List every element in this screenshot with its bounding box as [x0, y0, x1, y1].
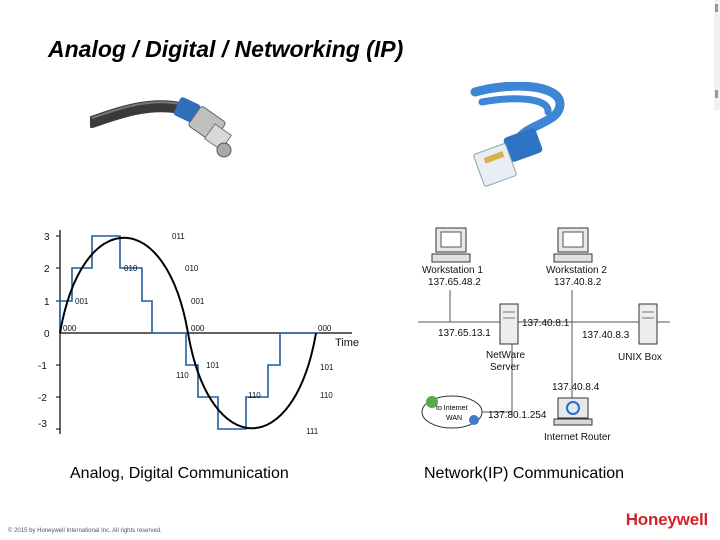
code-label: 010 — [185, 264, 199, 273]
y-tick-label: -1 — [38, 361, 47, 372]
workstation-1-name: Workstation 1 — [422, 265, 483, 276]
caption-analog-digital: Analog, Digital Communication — [70, 465, 289, 482]
waveform-code-labels: 011 010 010 001 001 000 000 000 101 101 … — [63, 232, 334, 436]
y-tick-label: 0 — [44, 329, 50, 340]
code-label: 011 — [172, 232, 185, 241]
workstation-2-icon — [553, 227, 593, 263]
router-name: Internet Router — [544, 432, 611, 443]
router-ip-top: 137.40.8.4 — [552, 382, 600, 393]
code-label: 110 — [320, 391, 333, 400]
unix-name: UNIX Box — [618, 352, 662, 363]
workstation-1-ip: 137.65.48.2 — [428, 277, 481, 288]
code-label: 110 — [176, 371, 189, 380]
workstation-2-name: Workstation 2 — [546, 265, 607, 276]
router-ip-left: 137.80.1.254 — [488, 410, 547, 421]
honeywell-logo: Honeywell — [625, 510, 708, 529]
code-label: 010 — [124, 264, 138, 273]
copyright-footer: © 2015 by Honeywell International Inc. A… — [8, 528, 162, 534]
netware-server-icon — [499, 303, 519, 345]
code-label: 000 — [63, 324, 77, 333]
unix-ip: 137.40.8.3 — [582, 330, 630, 341]
internet-cloud-icon — [421, 395, 483, 429]
unix-box-icon — [638, 303, 658, 345]
ip-network-diagram: Workstation 1 137.65.48.2 Workstation 2 … — [418, 227, 670, 443]
y-tick-label: -3 — [38, 419, 47, 430]
y-tick-label: 1 — [44, 297, 50, 308]
y-tick-label: 2 — [44, 264, 50, 275]
netware-name: NetWare — [486, 350, 526, 361]
cloud-label: to Internet — [436, 405, 468, 412]
code-label: 001 — [191, 297, 205, 306]
workstation-2-ip: 137.40.8.2 — [554, 277, 602, 288]
code-label: 110 — [248, 391, 261, 400]
y-tick-label: 3 — [44, 232, 50, 243]
slide-title: Analog / Digital / Networking (IP) — [48, 36, 404, 62]
network-links — [418, 290, 670, 415]
caption-network-ip: Network(IP) Communication — [424, 465, 625, 482]
analog-digital-waveform: 3 2 1 0 -1 -2 -3 Time 011 010 010 001 00… — [38, 230, 359, 436]
code-label: 111 — [306, 427, 319, 436]
code-label: 000 — [191, 324, 205, 333]
code-label: 101 — [320, 363, 334, 372]
x-axis-label: Time — [335, 337, 359, 349]
code-label: 000 — [318, 324, 332, 333]
code-label: 001 — [75, 297, 89, 306]
netware-ip-left: 137.65.13.1 — [438, 328, 491, 339]
y-tick-marks — [56, 235, 60, 430]
netware-name-line2: Server — [490, 362, 520, 373]
coax-cable-image — [90, 97, 233, 158]
workstation-1-icon — [431, 227, 471, 263]
netware-ip-right: 137.40.8.1 — [522, 318, 570, 329]
ethernet-cable-image — [470, 82, 565, 187]
digital-staircase — [59, 235, 320, 430]
y-tick-label: -2 — [38, 393, 47, 404]
cloud-label-line2: WAN — [446, 415, 462, 422]
code-label: 101 — [206, 361, 220, 370]
edge-decoration — [714, 0, 720, 110]
internet-router-icon — [553, 397, 593, 426]
analog-sine-wave — [59, 237, 317, 429]
